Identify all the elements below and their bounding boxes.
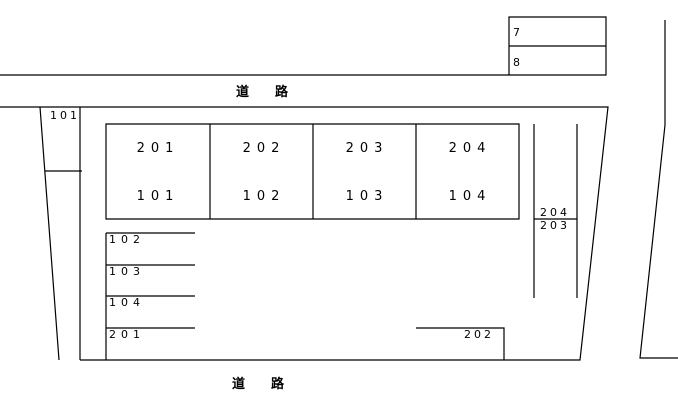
right-parking-slots: 204 203 bbox=[534, 124, 577, 298]
unit-upper-label: 202 bbox=[243, 141, 286, 156]
corner-slot-label: 8 bbox=[513, 56, 525, 69]
parking-slot-label: 204 bbox=[540, 206, 570, 219]
parking-slot-label: 104 bbox=[109, 296, 145, 309]
parking-slot-label: 202 bbox=[464, 328, 494, 341]
parking-slot-label: 203 bbox=[540, 219, 570, 232]
unit-lower-label: 104 bbox=[449, 189, 492, 204]
unit-lower-label: 101 bbox=[137, 189, 180, 204]
parking-slot-line bbox=[416, 328, 504, 360]
bottom-right-parking-slot: 202 bbox=[416, 328, 504, 360]
building: 201 101 202 102 203 103 204 104 bbox=[106, 124, 519, 219]
site-boundary bbox=[0, 107, 608, 360]
bottom-road-label: 道 路 bbox=[232, 376, 285, 392]
corner-slot-label: 7 bbox=[513, 26, 525, 39]
parking-slot-label: 102 bbox=[109, 233, 145, 246]
left-parking-slots: 102 103 104 201 bbox=[106, 233, 195, 360]
unit-lower-label: 103 bbox=[346, 189, 389, 204]
unit-upper-label: 204 bbox=[449, 141, 492, 156]
parking-slot-label: 103 bbox=[109, 265, 145, 278]
corner-parking-block: 7 8 bbox=[509, 17, 606, 75]
unit-upper-label: 201 bbox=[137, 141, 180, 156]
parking-slot-label: 201 bbox=[109, 328, 145, 341]
left-strip-edge bbox=[40, 107, 59, 360]
top-road-label: 道 路 bbox=[236, 84, 289, 100]
unit-upper-label: 203 bbox=[346, 141, 389, 156]
unit-lower-label: 102 bbox=[243, 189, 286, 204]
neighbor-boundary bbox=[640, 20, 678, 358]
left-slot-label: 101 bbox=[50, 109, 80, 122]
